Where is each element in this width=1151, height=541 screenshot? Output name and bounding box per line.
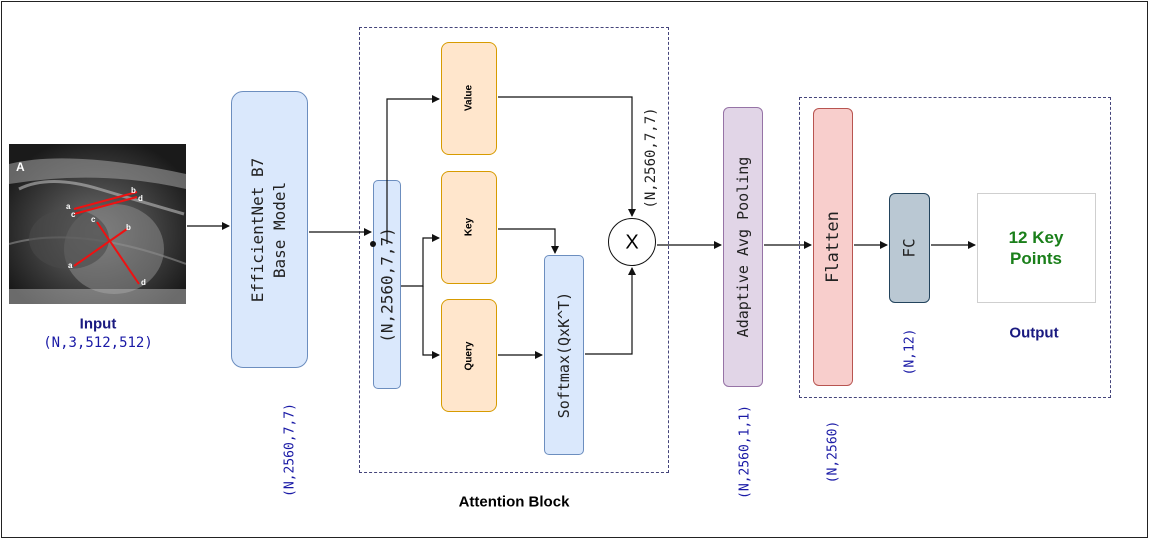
result-label: 12 Key Points [1009,227,1064,269]
softmax-box [544,255,584,455]
multiply-node [608,218,656,266]
result-label-line1: 12 Key [1008,228,1064,247]
fc-box [889,193,930,303]
input-shape: (N,3,512,512) [43,335,153,351]
xray-point-label: d [138,194,143,203]
pooling-box [723,107,763,387]
xray-point-label: a [66,202,71,211]
attention-block-title: Attention Block [458,493,570,511]
arrow-to-value [386,95,440,244]
arrow-value-to-multiply [498,96,636,217]
arrow-to-key [401,234,440,287]
result-box [977,193,1096,303]
multiply-symbol: X [625,231,639,254]
xray-point-label: b [131,186,136,195]
xray-point-label: b [126,223,131,232]
arrow-key-to-softmax [498,228,559,254]
key-box [441,171,497,284]
flatten-box [813,108,853,386]
xray-image: A a b c d a b c d [9,144,186,304]
output-block-border [799,97,1111,398]
xray-point-label: c [71,210,76,219]
attention-block-border [359,27,669,473]
query-box [441,299,497,412]
xray-drawing [9,144,186,304]
result-label-line2: Points [1010,249,1062,268]
arrow-softmax-to-multiply [585,267,636,355]
xray-point-label: a [68,261,73,270]
junction-dot [370,241,376,247]
xray-point-label: d [141,278,146,287]
xray-point-label: c [91,215,96,224]
base-model-box [231,91,308,368]
input-title: Input [79,315,117,333]
output-title: Output [1009,324,1059,342]
xray-panel-letter: A [16,160,25,174]
arrow-to-query [422,286,440,359]
value-box [441,42,497,155]
